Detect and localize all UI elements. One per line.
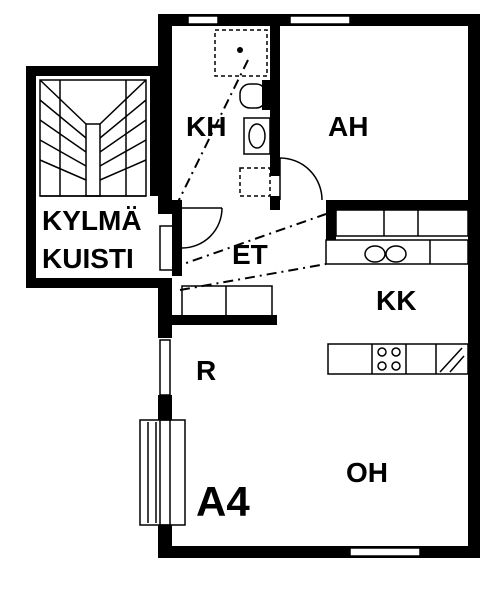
sink-icon xyxy=(364,245,407,263)
room-label-r: R xyxy=(196,355,216,386)
closet xyxy=(181,285,273,317)
fridge-icon xyxy=(439,347,465,373)
balcony-panel xyxy=(139,419,186,526)
room-label-ah: AH xyxy=(328,111,368,142)
stair-icon xyxy=(39,79,147,197)
washer-icon xyxy=(239,167,271,197)
room-label-kuisti: KUISTI xyxy=(42,243,134,274)
door-swing-icon xyxy=(159,157,323,271)
shower-icon xyxy=(214,29,268,77)
room-label-kk: KK xyxy=(376,285,416,316)
room-label-et: ET xyxy=(232,239,268,270)
kitchen-lower-counter xyxy=(327,343,469,375)
kitchen-upper-counter xyxy=(325,209,469,265)
sink-icon xyxy=(243,117,271,155)
sight-lines xyxy=(171,59,327,291)
apartment-code: A4 xyxy=(196,478,250,525)
room-label-oh: OH xyxy=(346,457,388,488)
interior-walls xyxy=(172,26,480,325)
room-label-kh: KH xyxy=(186,111,226,142)
room-label-kylma: KYLMÄ xyxy=(42,205,142,236)
toilet-icon xyxy=(239,80,270,110)
window-icon xyxy=(159,15,421,557)
stairwell xyxy=(26,66,166,288)
stove-icon xyxy=(377,347,401,371)
